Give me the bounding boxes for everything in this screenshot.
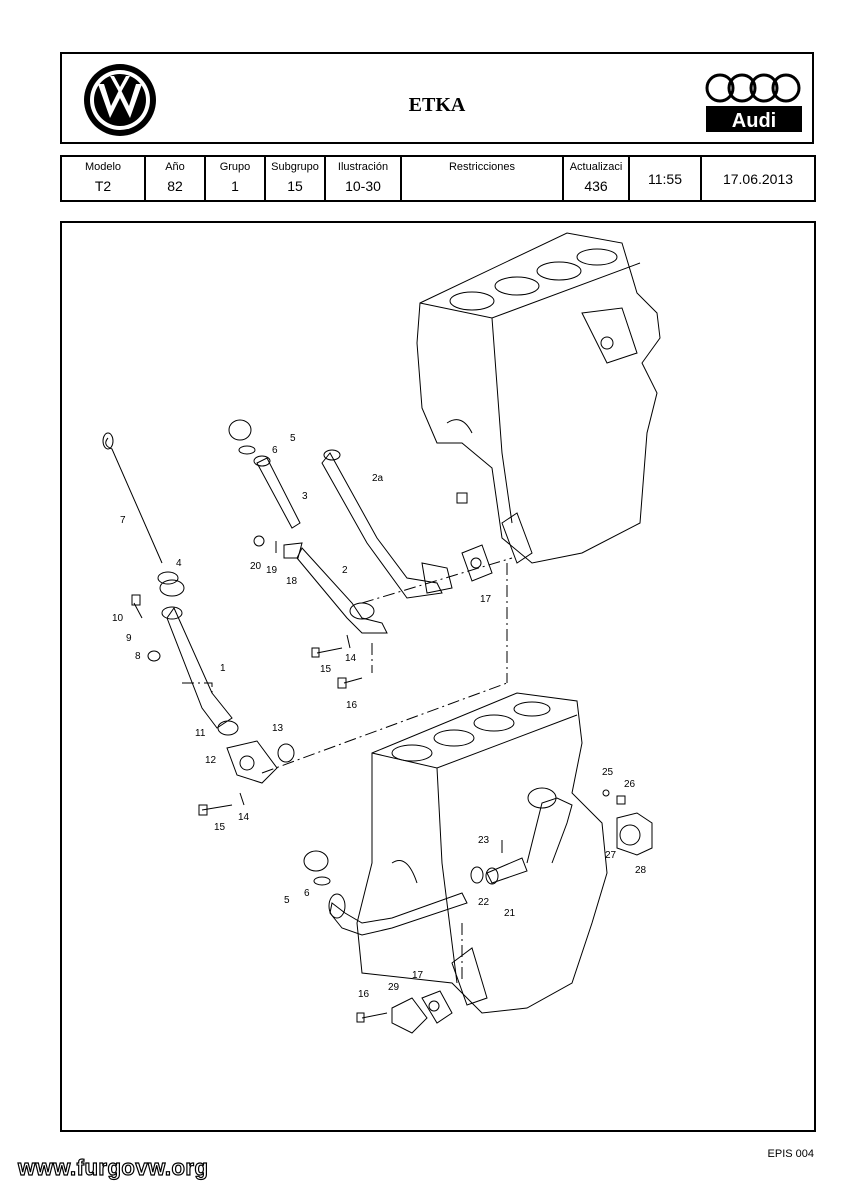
subgrupo-label: Subgrupo [271,161,319,173]
label-11: 11 [195,728,206,739]
label-26: 26 [624,779,636,790]
header: ETKA Audi [60,52,814,144]
label-9: 9 [126,633,132,644]
label-25: 25 [602,767,614,778]
label-17b: 17 [412,970,424,981]
watermark-url: www.furgovw.org [17,1154,209,1180]
label-1: 1 [220,663,226,674]
vw-logo [84,64,156,136]
audi-wordmark: Audi [732,110,776,132]
ilustracion-value: 10-30 [345,178,381,194]
label-5-lower: 5 [284,895,290,906]
label-7: 7 [120,515,126,526]
label-4: 4 [176,558,182,569]
subgrupo-value: 15 [287,178,303,194]
actualizacion-label: Actualizaci [569,161,623,173]
ano-cell: Año 82 [144,155,206,202]
label-6-lower: 6 [304,888,310,899]
label-13: 13 [272,723,284,734]
parts-diagram: 1 2 2a 3 4 5 6 7 8 9 10 11 12 13 14 14 1… [60,221,816,1132]
label-17a: 17 [480,594,492,605]
ilustracion-label: Ilustración [337,161,389,173]
label-2: 2 [342,565,348,576]
time-cell: 11:55 [628,155,702,202]
modelo-cell: Modelo T2 [60,155,146,202]
label-20: 20 [250,561,262,572]
exploded-view-drawing: 1 2 2a 3 4 5 6 7 8 9 10 11 12 13 14 14 1… [102,232,661,1034]
modelo-value: T2 [94,178,112,194]
center-lines [182,557,513,983]
label-22: 22 [478,897,490,908]
lower-engine-block [356,692,608,1014]
actualizacion-cell: Actualizaci 436 [562,155,630,202]
label-28: 28 [635,865,647,876]
label-21: 21 [504,908,516,919]
label-6: 6 [272,445,278,456]
date-cell: 17.06.2013 [700,155,816,202]
upper-engine-block [416,232,661,564]
ano-value: 82 [167,178,183,194]
modelo-label: Modelo [84,161,122,173]
restricciones-label: Restricciones [448,161,516,173]
subgrupo-cell: Subgrupo 15 [264,155,326,202]
part-number-labels: 1 2 2a 3 4 5 6 7 8 9 10 11 12 13 14 14 1… [112,433,647,1000]
label-16b: 16 [358,989,370,1000]
label-16a: 16 [346,700,358,711]
label-15b: 15 [320,664,332,675]
grupo-label: Grupo [219,161,251,173]
restricciones-cell: Restricciones [400,155,564,202]
ilustracion-cell: Ilustración 10-30 [324,155,402,202]
label-23: 23 [478,835,490,846]
label-15a: 15 [214,822,226,833]
label-8: 8 [135,651,141,662]
label-18: 18 [286,576,298,587]
document-code: EPIS 004 [767,1148,814,1160]
label-14b: 14 [345,653,357,664]
parts [102,419,653,1034]
actualizacion-value: 436 [584,178,608,194]
info-table: Modelo T2 Año 82 Grupo 1 Subgrupo 15 Ilu… [60,155,816,202]
label-27: 27 [605,850,617,861]
label-2a: 2a [372,473,384,484]
label-19: 19 [266,565,278,576]
grupo-value: 1 [231,178,239,194]
label-3: 3 [302,491,308,502]
label-10: 10 [112,613,124,624]
label-14a: 14 [238,812,250,823]
label-5: 5 [290,433,296,444]
ano-label: Año [165,161,185,173]
label-29: 29 [388,982,400,993]
page-title: ETKA [408,94,466,116]
grupo-cell: Grupo 1 [204,155,266,202]
label-12: 12 [205,755,217,766]
audi-rings-logo: Audi [705,73,802,132]
